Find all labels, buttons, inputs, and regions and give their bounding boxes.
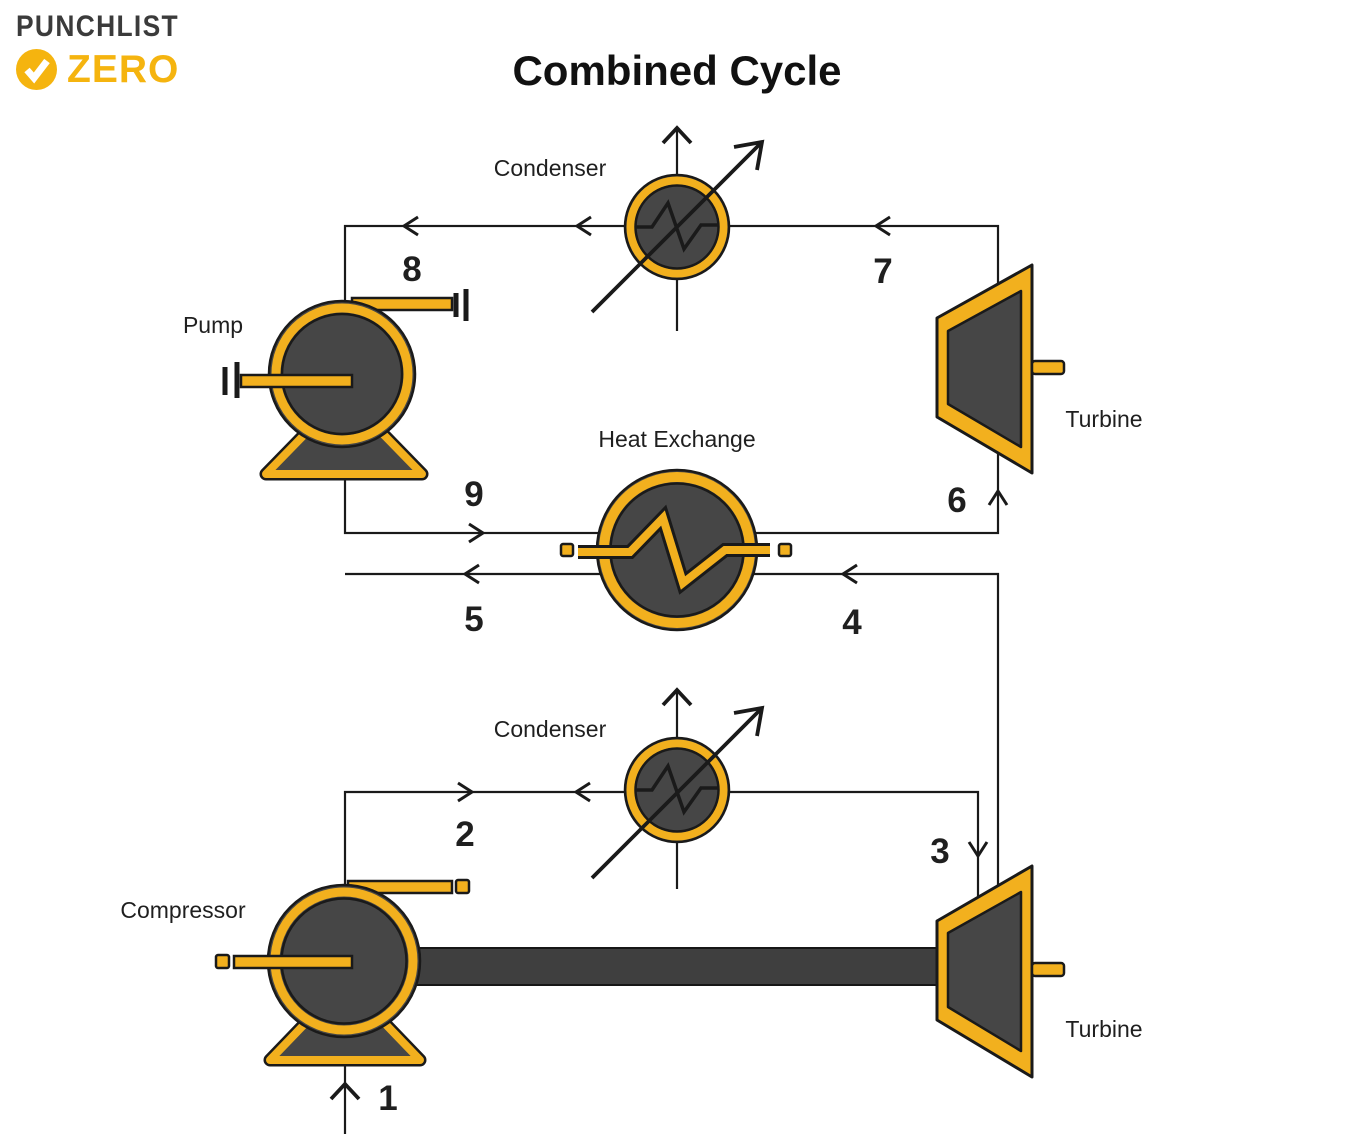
condenser-top-symbol (590, 125, 765, 314)
label-pump: Pump (183, 312, 243, 338)
state-point-6: 6 (947, 481, 966, 520)
condenser-bottom-symbol (590, 687, 765, 880)
state-point-3: 3 (930, 832, 949, 871)
arrow-left-icon-7 (873, 215, 891, 237)
state-point-2: 2 (455, 815, 474, 854)
state-point-7: 7 (873, 252, 892, 291)
compressor-shaft-port (214, 953, 231, 970)
arrow-right-icon-2 (457, 781, 475, 803)
compressor-shaft (232, 954, 354, 970)
arrow-up-right-icon (733, 139, 765, 171)
arrow-up-right-icon (733, 705, 765, 737)
arrow-up-icon-6 (987, 488, 1009, 506)
arrow-down-icon-3 (967, 841, 989, 859)
turbine-bottom-symbol (935, 864, 1066, 1079)
arrow-left-icon-8 (401, 215, 419, 237)
arrow-left-icon-4 (840, 563, 858, 585)
state-point-4: 4 (842, 603, 862, 642)
state-point-5: 5 (464, 600, 483, 639)
turbine-top-symbol (935, 263, 1066, 475)
arrow-up-icon-vent-bottom (661, 687, 693, 707)
compressor-symbol (214, 878, 471, 1067)
state-point-9: 9 (464, 475, 483, 514)
state-point-8: 8 (402, 250, 421, 289)
heat-exchange-left-port (559, 542, 575, 558)
flow-arrows (329, 215, 1009, 1101)
pump-symbol (222, 289, 469, 481)
arrow-left-icon-5 (462, 563, 480, 585)
turbine-top-shaft-stub (1030, 359, 1066, 376)
compressor-turbine-shaft (414, 947, 946, 986)
label-heat-exchange: Heat Exchange (598, 426, 755, 452)
label-turbine-top: Turbine (1065, 406, 1142, 432)
punchlist-zero-logo: PUNCHLIST ZERO (16, 10, 201, 90)
logo-wordmark-punchlist: PUNCHLIST (16, 10, 179, 43)
heat-exchange-symbol (559, 468, 793, 632)
compressor-discharge-port (454, 878, 471, 895)
arrow-right-icon-9 (468, 522, 486, 544)
arrow-left-icon-condenser-top (574, 215, 592, 237)
arrow-up-icon-vent-top (661, 125, 693, 145)
condenser-top-coolant-line (590, 140, 764, 314)
condenser-bottom-coil (635, 762, 719, 816)
state-point-1: 1 (378, 1079, 397, 1118)
arrow-up-icon-1 (329, 1081, 361, 1101)
heat-exchange-right-port (777, 542, 793, 558)
heat-exchange-coil (578, 510, 770, 590)
arrow-left-icon-condenser-bottom (573, 781, 591, 803)
label-condenser-bottom: Condenser (494, 716, 607, 742)
turbine-bottom-shaft-stub (1030, 961, 1066, 978)
check-icon (16, 49, 57, 90)
label-compressor: Compressor (120, 897, 246, 923)
label-turbine-bottom: Turbine (1065, 1016, 1142, 1042)
label-condenser-top: Condenser (494, 155, 607, 181)
page-title: Combined Cycle (512, 47, 841, 94)
interstage-line-4-5 (345, 572, 1000, 900)
condenser-bottom-coolant-line (590, 706, 764, 880)
pump-shaft (239, 373, 354, 389)
logo-wordmark-zero: ZERO (67, 48, 180, 91)
